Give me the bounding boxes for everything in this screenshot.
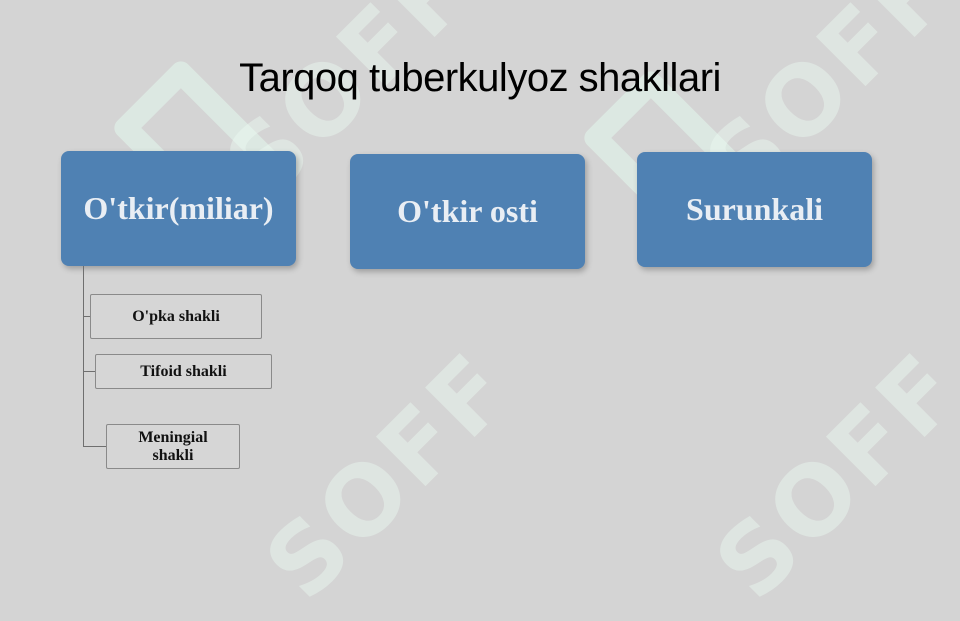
subtype-label: Meningial shakli (138, 428, 208, 464)
connector-branch (83, 371, 95, 372)
subtype-label: O'pka shakli (132, 307, 220, 325)
category-label: O'tkir(miliar) (83, 190, 274, 226)
category-box-acute: O'tkir(miliar) (61, 151, 296, 266)
subtype-box-pulmonary: O'pka shakli (90, 294, 262, 339)
category-box-subacute: O'tkir osti (350, 154, 585, 269)
category-label: Surunkali (686, 191, 823, 227)
subtype-label: Tifoid shakli (140, 362, 227, 380)
connector-trunk (83, 266, 84, 447)
subtype-box-meningeal: Meningial shakli (106, 424, 240, 469)
watermark-text: SOFF (694, 331, 960, 621)
connector-branch (83, 316, 90, 317)
category-box-chronic: Surunkali (637, 152, 872, 267)
subtype-box-typhoid: Tifoid shakli (95, 354, 272, 389)
watermark-text: SOFF (244, 331, 534, 621)
connector-branch (83, 446, 106, 447)
diagram-title: Tarqoq tuberkulyoz shakllari (239, 56, 721, 100)
category-label: O'tkir osti (397, 193, 538, 229)
